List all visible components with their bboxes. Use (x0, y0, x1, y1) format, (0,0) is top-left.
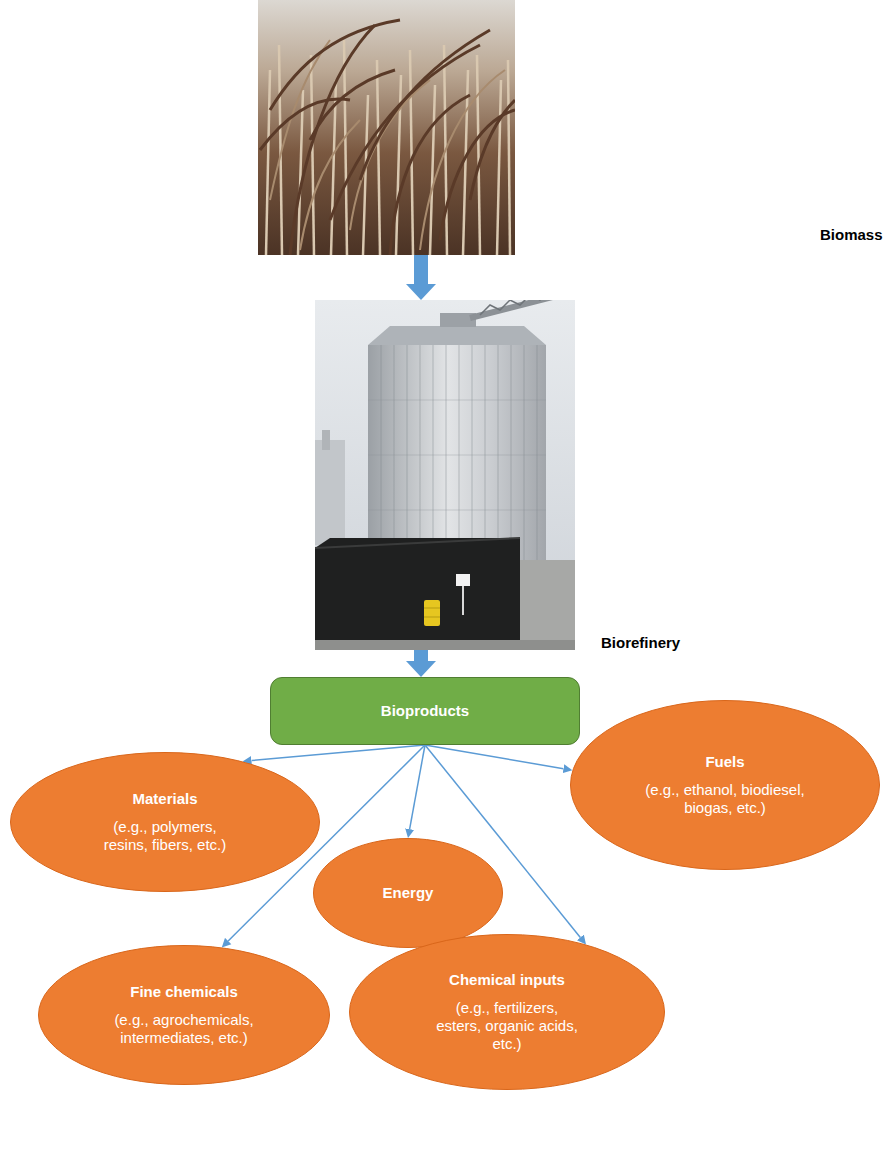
product-ellipse: Fine chemicals (e.g., agrochemicals, inte… (38, 945, 330, 1085)
biorefinery-photo-node: Biorefinery (315, 300, 575, 650)
examples-text: (e.g., polymers, resins, fibers, etc.) (90, 818, 240, 854)
examples-text: (e.g., fertilizers, esters, organic acid… (432, 999, 582, 1053)
product-ellipse: Chemical inputs (e.g., fertilizers, ester… (349, 934, 665, 1090)
biomass-photo (258, 0, 515, 255)
bioproducts-box: Bioproducts (270, 677, 580, 745)
ellipse-fill (571, 701, 880, 870)
ellipse-fill (350, 935, 665, 1090)
product-ellipse: Energy (313, 838, 503, 948)
box-title: Bioproducts (381, 702, 469, 720)
category-title: Chemical inputs (449, 971, 565, 989)
ellipse-text-group: Energy (383, 884, 434, 902)
biorefinery-photo (315, 300, 575, 650)
category-title: Fine chemicals (130, 983, 238, 1001)
ellipse-text-group: Materials (e.g., polymers, resins, fibers… (90, 790, 240, 854)
examples-text: (e.g., agrochemicals, intermediates, etc… (104, 1011, 264, 1047)
ellipse-text-group: Fine chemicals (e.g., agrochemicals, inte… (104, 983, 264, 1047)
ellipse-text-group: Fuels (e.g., ethanol, biodiesel, biogas, … (635, 753, 815, 817)
product-ellipse: Fuels (e.g., ethanol, biodiesel, biogas, … (570, 700, 880, 870)
product-ellipse: Materials (e.g., polymers, resins, fibers… (10, 752, 320, 892)
flow-arrow (251, 745, 425, 761)
ellipse-fill (39, 946, 330, 1085)
photo-caption: Biomass (820, 226, 883, 244)
examples-text: (e.g., ethanol, biodiesel, biogas, etc.) (635, 781, 815, 817)
biomass-photo-node: Biomass (258, 0, 515, 255)
category-title: Energy (383, 884, 434, 902)
flow-arrow (414, 650, 428, 661)
ellipse-text-group: Chemical inputs (e.g., fertilizers, ester… (432, 971, 582, 1053)
ellipse-fill (11, 753, 320, 892)
category-title: Materials (132, 790, 197, 808)
photo-caption: Biorefinery (601, 634, 680, 652)
flow-arrow (414, 255, 428, 284)
flow-arrow (425, 745, 563, 769)
ellipse-fill (314, 839, 503, 948)
category-title: Fuels (705, 753, 744, 771)
